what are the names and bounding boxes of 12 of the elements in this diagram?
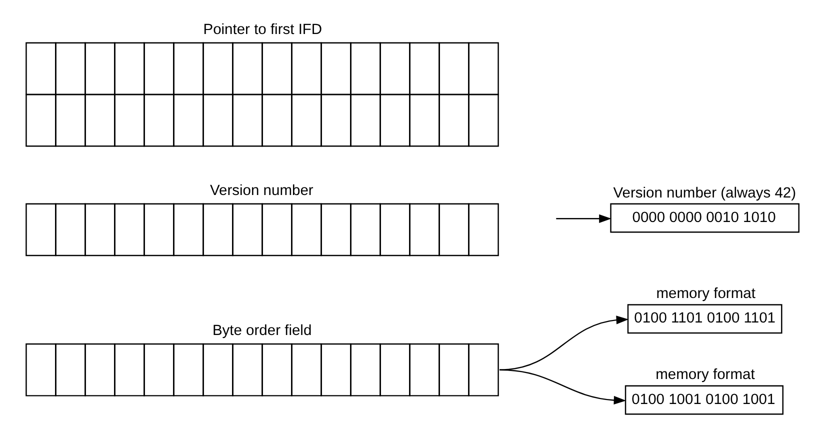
- node-box: 0100 1001 0100 1001: [624, 384, 783, 414]
- arrow: [498, 315, 628, 370]
- node-box: 0100 1101 0100 1101: [626, 304, 782, 334]
- node-label: Pointer to first IFD: [202, 21, 322, 38]
- arrow: [556, 214, 611, 222]
- node-label: Byte order field: [212, 322, 312, 338]
- node-label: memory format: [656, 286, 755, 302]
- node-box: 0000 0000 0010 1010: [610, 202, 799, 232]
- node-label: Version number: [210, 182, 313, 198]
- arrow: [498, 368, 626, 404]
- node-label: Version number (always 42): [612, 184, 796, 201]
- node-label: memory format: [655, 366, 754, 383]
